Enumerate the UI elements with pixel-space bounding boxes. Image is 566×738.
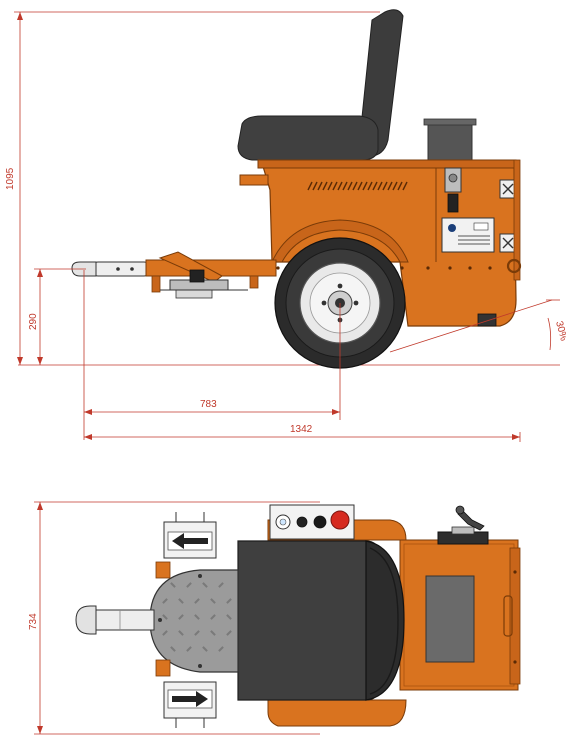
width-dimension-arrows	[37, 502, 43, 734]
width-dimension-line	[34, 501, 320, 735]
tiller-handle	[437, 505, 489, 545]
brake-lever	[158, 251, 248, 299]
dimension-hitch-height: 290	[28, 313, 39, 330]
side-dimension-arrows	[17, 12, 520, 440]
side-connectors	[499, 159, 521, 281]
latch-handle	[444, 167, 462, 213]
rear-foot	[477, 313, 497, 327]
top-grey-panel	[425, 575, 475, 663]
dimension-total-width: 734	[28, 613, 39, 630]
emergency-stop-icon	[330, 510, 350, 530]
dimension-total-length: 1342	[290, 424, 313, 435]
top-seat-cushion	[237, 540, 379, 701]
wheel-arch	[271, 219, 409, 263]
vent-grille	[307, 181, 408, 191]
dimension-slope-angle: 30%	[553, 320, 566, 342]
body-top-lip	[257, 159, 517, 169]
seat-cushion	[237, 115, 379, 161]
key-switch-icon	[296, 516, 308, 528]
roller-bottom	[267, 699, 407, 727]
bracket-lower	[155, 659, 171, 677]
direction-arrow-left-icon	[163, 512, 217, 559]
side-dimension-lines	[14, 11, 560, 442]
bracket-upper	[155, 561, 171, 579]
bolt-row	[276, 266, 492, 270]
top-side-strip	[509, 547, 521, 685]
dimension-hitch-to-axle: 783	[200, 399, 217, 410]
control-panel	[269, 504, 355, 540]
dimension-total-height: 1095	[5, 167, 16, 190]
black-button-icon	[313, 515, 327, 529]
top-handle	[503, 595, 513, 637]
control-box	[427, 120, 473, 162]
side-view: 1095 290 783 1342 30%	[5, 9, 566, 442]
top-view: 734	[28, 501, 521, 735]
side-bracket	[239, 174, 269, 186]
tread-plate	[149, 569, 239, 673]
tread-pattern	[162, 582, 232, 652]
ce-label-plate	[441, 217, 495, 253]
top-drawbar	[75, 605, 155, 635]
direction-arrow-right-icon	[163, 681, 217, 728]
control-box-lid	[423, 118, 477, 126]
rear-tow-ring	[506, 258, 522, 274]
